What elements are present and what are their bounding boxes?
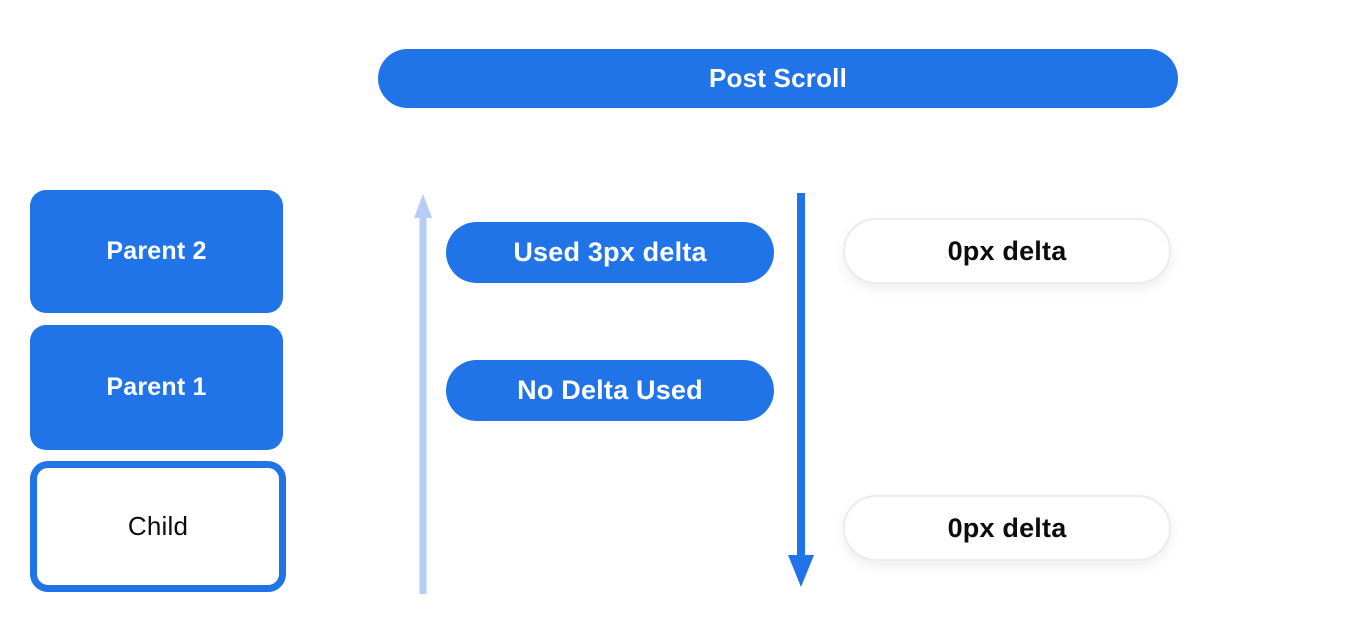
down-arrow-icon bbox=[788, 193, 814, 587]
child-label: Child bbox=[127, 511, 189, 541]
up-arrow-icon bbox=[414, 194, 432, 594]
used-delta-pill: Used 3px delta bbox=[446, 222, 774, 283]
parent-2-box: Parent 2 bbox=[30, 190, 283, 313]
zero-delta-top-label: 0px delta bbox=[947, 235, 1067, 266]
child-box: Child bbox=[30, 461, 286, 592]
post-scroll-header-label: Post Scroll bbox=[708, 63, 847, 93]
parent-1-box: Parent 1 bbox=[30, 325, 283, 450]
post-scroll-header: Post Scroll bbox=[378, 49, 1178, 108]
no-delta-label: No Delta Used bbox=[517, 375, 703, 405]
parent-2-label: Parent 2 bbox=[106, 237, 207, 265]
zero-delta-pill-bottom: 0px delta bbox=[843, 495, 1171, 561]
zero-delta-pill-top: 0px delta bbox=[843, 218, 1171, 284]
zero-delta-bottom-label: 0px delta bbox=[947, 512, 1067, 543]
parent-1-label: Parent 1 bbox=[106, 373, 207, 401]
used-delta-label: Used 3px delta bbox=[513, 237, 707, 267]
no-delta-pill: No Delta Used bbox=[446, 360, 774, 421]
